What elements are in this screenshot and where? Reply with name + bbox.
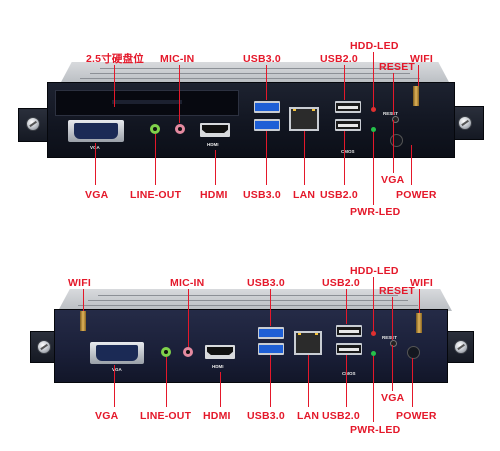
product-photo-a: VGA HDMI CMOS RESET 2.5寸硬盘位 MIC-IN USB3.… [0, 0, 500, 225]
power-button[interactable] [390, 134, 403, 147]
label-usb30-bottom: USB3.0 [247, 410, 285, 422]
label-usb20-top: USB2.0 [320, 53, 358, 65]
usb3-port-upper [258, 327, 284, 339]
usb3-port-upper [254, 101, 280, 113]
usb2-port-lower [335, 119, 361, 131]
hdmi-port [200, 123, 230, 137]
label-drive-bay: 2.5寸硬盘位 [86, 53, 144, 65]
label-wifi: WIFI [410, 277, 433, 289]
label-usb20-bottom: USB2.0 [320, 189, 358, 201]
usb3-port-lower [254, 119, 280, 131]
label-reset: RESET [379, 61, 416, 73]
lan-port [294, 331, 322, 355]
chassis-top [58, 289, 452, 311]
hdd-led-indicator [371, 331, 376, 336]
label-power: POWER [396, 189, 437, 201]
label-usb30-top: USB3.0 [247, 277, 285, 289]
panel-reset-text: RESET [382, 335, 398, 340]
label-vga: VGA [95, 410, 119, 422]
label-usb20-bottom: USB2.0 [322, 410, 360, 422]
panel-hdmi-text: HDMI [212, 364, 224, 369]
pwr-led-indicator [371, 127, 376, 132]
power-button[interactable] [407, 346, 420, 359]
panel-cmos-text: CMOS [342, 371, 356, 376]
label-hdmi: HDMI [203, 410, 231, 422]
hdd-led-indicator [371, 107, 376, 112]
label-reset: RESET [379, 285, 416, 297]
screw-icon [458, 116, 472, 130]
mic-in-jack [175, 124, 185, 134]
reset-button[interactable] [392, 116, 399, 123]
label-vga-right: VGA [381, 174, 405, 186]
panel-vga-text: VGA [90, 145, 100, 150]
vga-port [90, 342, 144, 364]
label-usb20-top: USB2.0 [322, 277, 360, 289]
usb2-port-lower [336, 343, 362, 355]
screw-icon [26, 117, 40, 131]
label-pwr-led: PWR-LED [350, 206, 401, 218]
label-usb30-bottom: USB3.0 [243, 189, 281, 201]
label-line-out: LINE-OUT [130, 189, 182, 201]
wifi-antenna [413, 86, 419, 106]
label-usb30-top: USB3.0 [243, 53, 281, 65]
label-lan: LAN [297, 410, 320, 422]
label-hdd-led: HDD-LED [350, 40, 399, 52]
reset-button[interactable] [390, 340, 397, 347]
wifi-antenna-left [80, 311, 86, 331]
label-vga-right: VGA [381, 392, 405, 404]
screw-icon [454, 340, 468, 354]
label-vga: VGA [85, 189, 109, 201]
usb2-port-upper [336, 325, 362, 337]
wifi-antenna [416, 313, 422, 333]
mic-in-jack [183, 347, 193, 357]
usb3-port-lower [258, 343, 284, 355]
screw-icon [37, 340, 51, 354]
panel-hdmi-text: HDMI [207, 142, 219, 147]
label-hdd-led: HDD-LED [350, 265, 399, 277]
label-mic-in: MIC-IN [170, 277, 205, 289]
hdmi-port [205, 345, 235, 359]
vga-port [68, 120, 124, 142]
lan-port [289, 107, 319, 131]
drive-bay-slot [55, 90, 239, 116]
line-out-jack [161, 347, 171, 357]
panel-cmos-text: CMOS [341, 149, 355, 154]
product-photo-b: VGA HDMI CMOS RESET WIFI MIC-IN USB3.0 U… [0, 225, 500, 451]
label-hdmi: HDMI [200, 189, 228, 201]
panel-vga-text: VGA [112, 367, 122, 372]
label-line-out: LINE-OUT [140, 410, 192, 422]
label-pwr-led: PWR-LED [350, 424, 401, 436]
pwr-led-indicator [371, 351, 376, 356]
label-wifi: WIFI [410, 53, 433, 65]
chassis-top [60, 62, 450, 84]
label-lan: LAN [293, 189, 316, 201]
label-wifi-left: WIFI [68, 277, 91, 289]
usb2-port-upper [335, 101, 361, 113]
label-power: POWER [396, 410, 437, 422]
line-out-jack [150, 124, 160, 134]
panel-reset-text: RESET [383, 111, 399, 116]
label-mic-in: MIC-IN [160, 53, 195, 65]
